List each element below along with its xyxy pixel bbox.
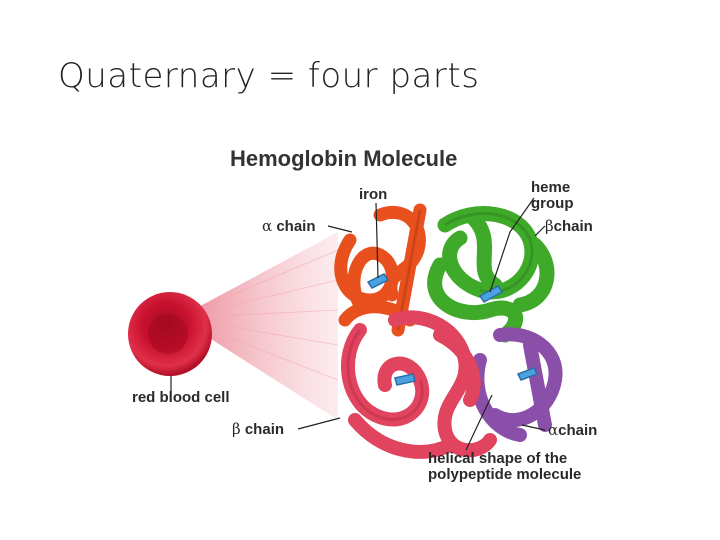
beta-chain-bottom-ribbon (341, 310, 497, 459)
leader-lines (170, 197, 546, 451)
beta-chain-bottom-text: chain (244, 421, 285, 438)
beta-chain-bottom-label: β chain (232, 421, 284, 438)
alpha-chain-bottom-label: αchain (548, 422, 597, 439)
heme-group-line2: group (531, 195, 574, 212)
zoom-cone (178, 232, 338, 420)
alpha-chain-bottom-text: chain (558, 422, 598, 439)
helical-line2: polypeptide molecule (428, 466, 582, 483)
red-blood-cell-label: red blood cell (132, 389, 230, 406)
slide-title: Quaternary = four parts (58, 56, 480, 96)
red-blood-cell (128, 292, 212, 376)
alpha-chain-top-label: α chain (262, 218, 316, 235)
alpha-symbol: α (262, 217, 273, 235)
alpha-symbol: α (548, 421, 559, 439)
heme-group-label: heme group (531, 180, 574, 212)
alpha-chain-bottom-ribbon (470, 327, 563, 442)
iron-label: iron (359, 186, 388, 203)
figure-title: Hemoglobin Molecule (230, 146, 458, 171)
beta-chain-top-ribbon (427, 206, 555, 343)
alpha-chain-top-text: chain (276, 218, 316, 235)
beta-symbol: β (232, 420, 241, 438)
beta-symbol: β (545, 217, 554, 235)
beta-chain-top-text: chain (553, 218, 593, 235)
heme-groups (366, 273, 539, 386)
beta-chain-top-label: βchain (545, 218, 593, 235)
helical-shape-label: helical shape of the polypeptide molecul… (428, 451, 581, 483)
heme-group-line1: heme (531, 179, 571, 196)
helical-line1: helical shape of the (428, 450, 568, 467)
